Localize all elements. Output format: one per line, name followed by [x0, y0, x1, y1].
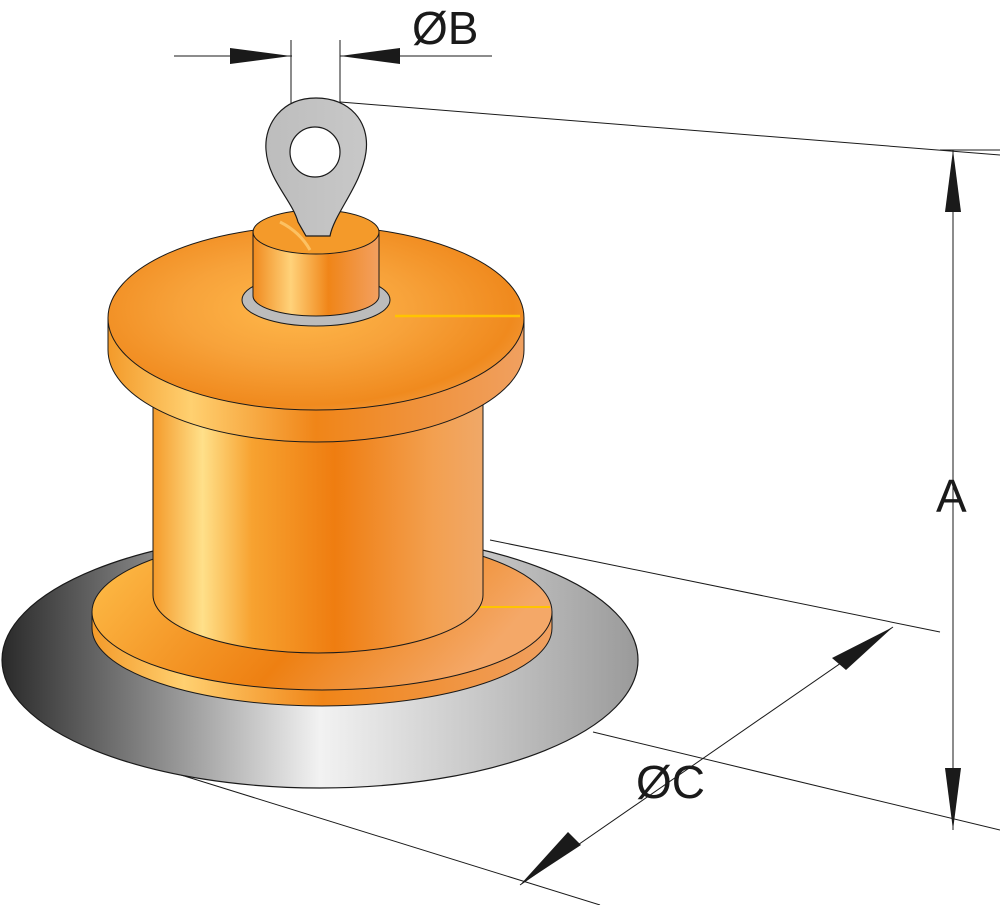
dimension-c	[519, 626, 894, 886]
dimension-c-label: ØC	[636, 756, 705, 808]
hub	[252, 209, 380, 317]
dimension-a-label: A	[936, 470, 967, 522]
dimension-b-arrows	[230, 48, 400, 64]
dimension-a-arrows	[945, 150, 961, 830]
extension-lines	[164, 40, 1000, 905]
eye-bolt	[265, 97, 368, 237]
cylinder-body	[152, 399, 484, 654]
dimension-b-label: ØB	[412, 2, 478, 54]
